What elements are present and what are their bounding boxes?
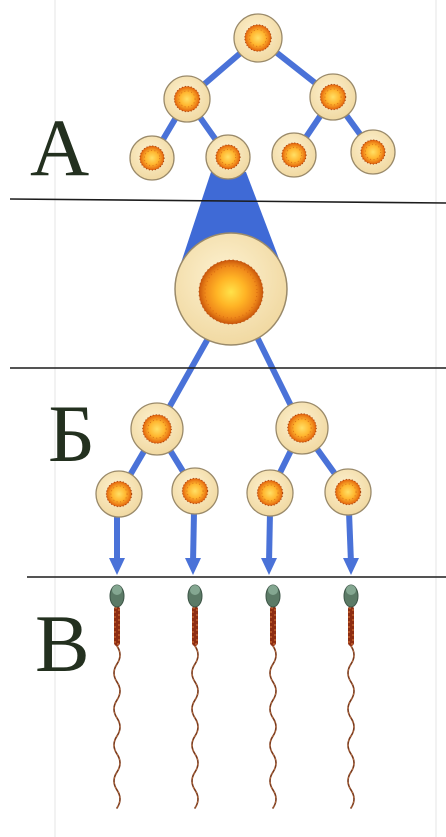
sperm-icon — [343, 584, 359, 809]
sperm-icon — [109, 584, 125, 809]
cell-icon — [350, 129, 396, 175]
arrow-down-icon — [185, 511, 201, 575]
stage-label-a: А — [30, 102, 90, 193]
stage-label-c: В — [35, 598, 90, 689]
stage-label-b: Б — [48, 388, 96, 479]
cell-icon — [309, 73, 357, 121]
cell-icon — [130, 402, 184, 456]
cell-icon — [163, 75, 211, 123]
maturation-arrows — [109, 511, 359, 575]
arrow-down-icon — [343, 511, 359, 575]
cell-icon — [246, 469, 294, 517]
cell-icon — [324, 468, 372, 516]
cell-icon — [271, 132, 317, 178]
arrow-down-icon — [261, 511, 277, 575]
sperm-icon — [187, 584, 203, 809]
sperm-icon — [265, 584, 281, 809]
cell-icon — [171, 467, 219, 515]
cell-icon — [95, 470, 143, 518]
cell-icon — [129, 135, 175, 181]
arrow-down-icon — [109, 512, 125, 575]
spermatocyte-icon — [174, 232, 288, 346]
cell-icon — [275, 401, 329, 455]
cell-icon — [205, 134, 251, 180]
cell-icon — [233, 13, 283, 63]
divider-line — [9, 198, 446, 204]
